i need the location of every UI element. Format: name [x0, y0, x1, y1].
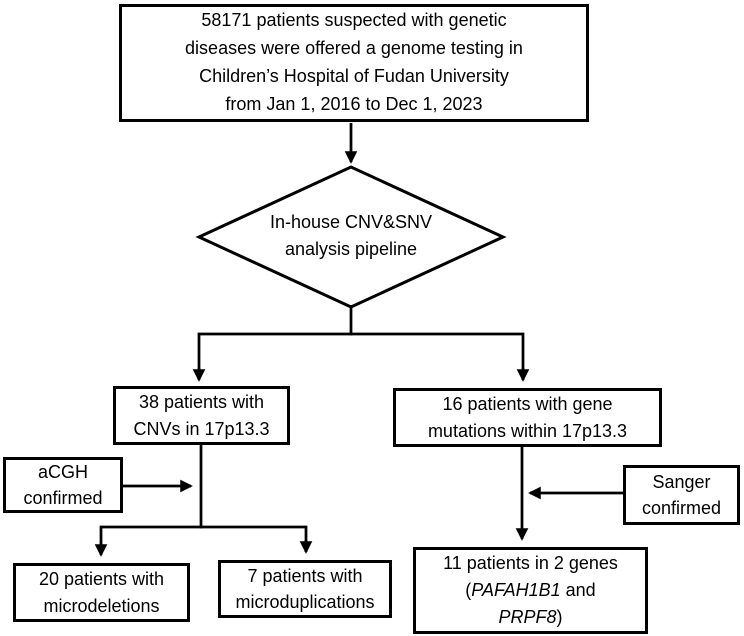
acgh-line-2: confirmed — [23, 488, 103, 508]
cnv-line-1: 38 patients with — [138, 392, 265, 413]
sanger-confirmed-box: Sanger confirmed — [623, 465, 740, 525]
cohort-line-3: Children’s Hospital of Fudan University — [199, 66, 509, 86]
cohort-box: 58171 patients suspected with genetic di… — [119, 4, 589, 122]
snv-line-1: 16 patients with gene — [442, 394, 613, 415]
and-word: and — [560, 580, 596, 600]
microdeletion-line-1: 20 patients with — [38, 569, 165, 590]
microduplication-line-1: 7 patients with — [247, 565, 363, 586]
diamond-line-1: In-house CNV&SNV — [269, 212, 433, 232]
cnv-patients-box: 38 patients with CNVs in 17p13.3 — [113, 386, 290, 445]
sanger-line-2: confirmed — [641, 498, 722, 518]
acgh-confirmed-box: aCGH confirmed — [3, 457, 123, 513]
two-genes-box: 11 patients in 2 genes (PAFAH1B1 and PRP… — [413, 547, 648, 634]
cohort-line-4: from Jan 1, 2016 to Dec 1, 2023 — [225, 93, 483, 114]
open-paren: ( — [465, 580, 472, 600]
snv-patients-box: 16 patients with gene mutations within 1… — [393, 388, 662, 447]
gene-name-pafah1b1: PAFAH1B1 — [471, 580, 561, 600]
snv-line-2: mutations within 17p13.3 — [427, 420, 628, 441]
close-paren: ) — [556, 607, 563, 627]
acgh-line-1: aCGH — [37, 461, 88, 482]
genes-line-2: (PAFAH1B1 and — [465, 577, 595, 604]
genes-line-3: PRPF8) — [498, 604, 562, 631]
microduplication-box: 7 patients with microduplications — [218, 560, 392, 618]
microduplication-line-2: microduplications — [235, 592, 375, 612]
genes-line-1: 11 patients in 2 genes — [443, 553, 618, 573]
cohort-line-2: diseases were offered a genome testing i… — [185, 38, 523, 59]
diamond-line-2: analysis pipeline — [284, 239, 418, 259]
microdeletion-box: 20 patients with microdeletions — [13, 563, 190, 622]
decision-diamond-shape — [195, 165, 507, 309]
sanger-line-1: Sanger — [652, 471, 711, 492]
connector-branch-split-bar — [197, 332, 525, 376]
decision-diamond-label: In-house CNV&SNV analysis pipeline — [201, 209, 501, 263]
gene-name-prpf8: PRPF8 — [498, 607, 557, 627]
cnv-line-2: CNVs in 17p13.3 — [133, 418, 270, 439]
connector-cnv-split-bar — [99, 525, 308, 551]
cohort-line-1: 58171 patients suspected with genetic — [201, 10, 507, 31]
microdeletion-line-2: microdeletions — [43, 595, 160, 616]
